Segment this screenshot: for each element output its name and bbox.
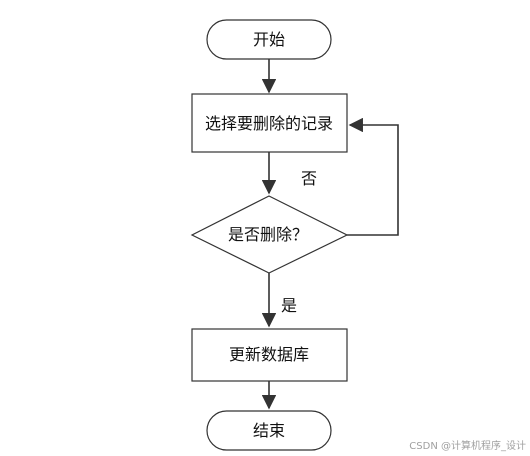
watermark-text: CSDN @计算机程序_设计: [409, 441, 526, 452]
decision-label: 是否删除？: [227, 225, 309, 244]
end-label: 结束: [252, 421, 286, 440]
arrow-no-loop: [347, 117, 399, 236]
no-branch-label: 否: [300, 169, 318, 188]
yes-branch-label: 是: [280, 296, 298, 315]
select-record-node: [191, 93, 348, 153]
end-node: [206, 410, 332, 451]
start-label: 开始: [252, 30, 286, 49]
update-database-label: 更新数据库: [228, 345, 310, 364]
select-record-label: 选择要删除的记录: [204, 114, 334, 133]
